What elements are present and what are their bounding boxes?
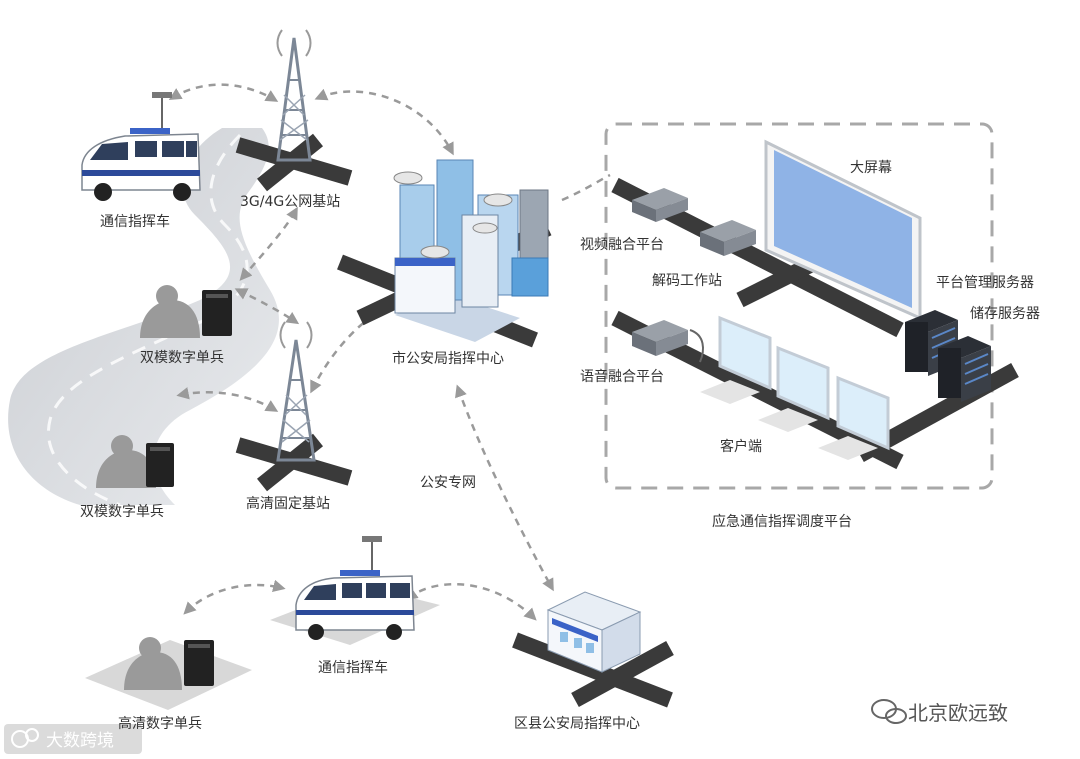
label-decode-station: 解码工作站 [652, 273, 722, 289]
command-vehicle-top [81, 92, 201, 201]
label-vehicle-bottom: 通信指挥车 [318, 659, 388, 676]
label-tower-top: 3G/4G公网基站 [240, 193, 340, 210]
label-client: 客户端 [720, 438, 762, 455]
video-fusion-device [632, 188, 688, 222]
label-vehicle-top: 通信指挥车 [100, 213, 170, 230]
label-platform-server: 平台管理服务器 [936, 275, 1034, 291]
label-soldier-hd: 高清数字单兵 [118, 715, 202, 732]
city-command-center [337, 159, 552, 348]
weibo-icon [4, 724, 142, 754]
soldier-2 [96, 435, 174, 488]
decode-workstation-device [700, 220, 756, 256]
big-screen [764, 139, 922, 321]
servers [905, 310, 991, 402]
soldier-1 [140, 285, 232, 338]
label-district-center: 区县公安局指挥中心 [514, 716, 640, 732]
label-voice-fusion: 语音融合平台 [580, 368, 664, 385]
watermark-left: 大数跨境 [46, 731, 114, 751]
tower-bottom [235, 321, 353, 492]
watermark-right: 北京欧远致 [908, 701, 1008, 725]
voice-fusion-device [632, 320, 704, 363]
command-vehicle-bottom [270, 536, 440, 645]
tower-top [235, 29, 353, 192]
label-big-screen: 大屏幕 [850, 160, 892, 176]
label-video-fusion: 视频融合平台 [580, 237, 664, 253]
client-monitors [700, 315, 890, 460]
platform-box [604, 122, 994, 490]
wechat-icon [871, 699, 907, 724]
soldier-hd [85, 637, 252, 710]
label-city-center: 市公安局指挥中心 [392, 350, 504, 367]
road-centerline [47, 133, 249, 507]
label-tower-bottom: 高清固定基站 [246, 495, 330, 512]
label-police-network: 公安专网 [420, 475, 476, 491]
winding-road [8, 128, 279, 505]
label-platform-title: 应急通信指挥调度平台 [712, 513, 852, 530]
label-soldier-2: 双模数字单兵 [80, 504, 164, 520]
label-soldier-1: 双模数字单兵 [140, 350, 224, 366]
label-storage-server: 储存服务器 [970, 306, 1040, 322]
district-command-center [512, 591, 674, 708]
